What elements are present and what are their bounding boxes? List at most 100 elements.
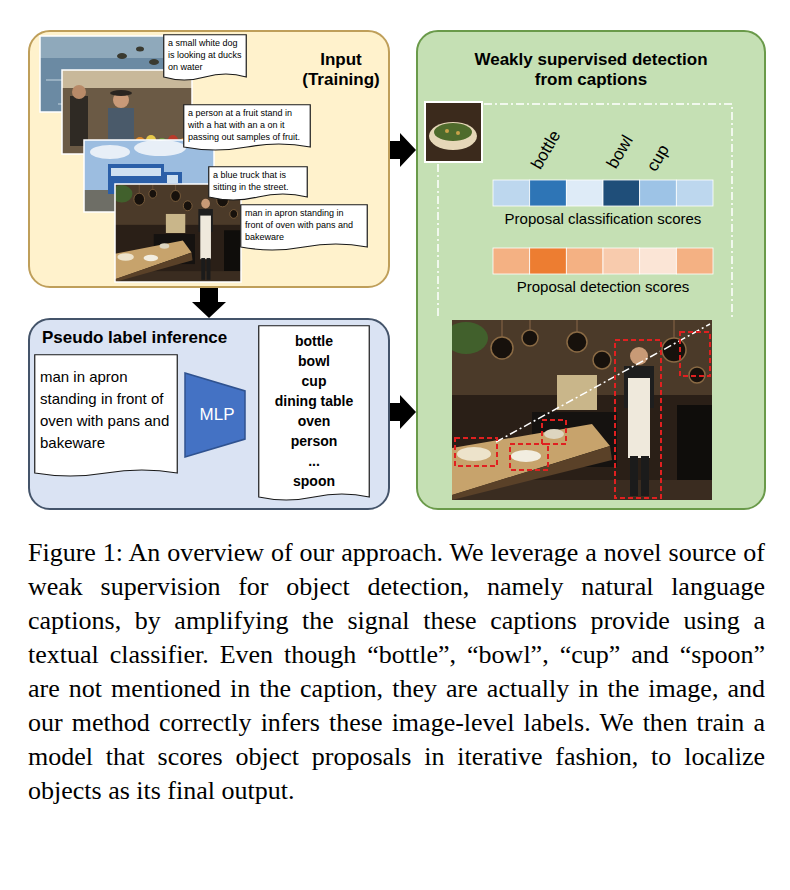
kitchen-photo (200, 216, 211, 260)
kitchen-photo (201, 258, 205, 280)
panel-title: Weakly supervised detection from caption… (456, 50, 726, 91)
detection-illustration (425, 102, 732, 500)
ducks-photo (117, 53, 127, 59)
caption-bubble: man in apron standing in front of oven w… (240, 204, 368, 253)
kitchen-detection-photo (444, 322, 488, 354)
score-caption: Proposal classification scores (505, 210, 702, 227)
bowl-photo (434, 123, 472, 141)
score-caption: Proposal classification scores (505, 210, 702, 227)
detection-score-bar (493, 248, 530, 274)
label-item: oven (262, 411, 366, 431)
kitchen-photo (134, 193, 145, 205)
kitchen-photo (117, 253, 133, 261)
document-outline (35, 355, 178, 476)
kitchen-photo (201, 199, 210, 209)
kitchen-detection-photo (662, 338, 686, 362)
bowl-photo (425, 102, 482, 162)
detection-score-bar (640, 248, 677, 274)
kitchen-photo (115, 253, 193, 282)
caption-text: a small white dog is looking at ducks on… (168, 37, 242, 73)
label-item: bottle (262, 331, 366, 351)
zoom-guide-line (438, 104, 732, 318)
classification-score-bar (676, 180, 713, 206)
detection-score-bar (566, 248, 603, 274)
caption-bubble: a person at a fruit stand in with a hat … (183, 104, 311, 153)
caption-bubble: a blue truck that is sitting in the stre… (208, 166, 308, 203)
block-arrow (192, 288, 226, 318)
kitchen-photo (230, 210, 238, 219)
zoom-guide-line (438, 104, 732, 318)
classification-score-bar (566, 180, 603, 206)
classification-score-bar (493, 180, 530, 206)
kitchen-detection-photo (544, 429, 564, 439)
label-item: person (262, 431, 366, 451)
kitchen-detection-photo (496, 324, 710, 442)
caption-text: a person at a fruit stand in with a hat … (188, 107, 306, 143)
kitchen-detection-photo (522, 330, 538, 346)
kitchen-detection-photo (628, 378, 650, 458)
kitchen-photo (166, 214, 185, 233)
kitchen-photo (207, 258, 211, 280)
kitchen-detection-photo (593, 351, 611, 369)
truck-photo (134, 140, 186, 156)
detection-score-bar (530, 248, 567, 274)
kitchen-detection-photo (630, 456, 638, 496)
truck-photo (90, 145, 130, 159)
classification-score-bar (640, 180, 677, 206)
kitchen-detection-photo (444, 320, 712, 500)
label-item: ... (262, 451, 366, 471)
score-caption: Proposal detection scores (517, 278, 690, 295)
ducks-photo (136, 47, 144, 52)
document-outline (259, 326, 370, 500)
kitchen-photo (149, 189, 157, 198)
kitchen-detection-photo (567, 332, 587, 352)
document-outline (241, 205, 368, 250)
bowl-photo (456, 131, 460, 135)
document-outline (184, 105, 311, 150)
label-list: bottlebowlcupdining tableovenperson...sp… (258, 325, 370, 503)
kitchen-photo (171, 191, 181, 202)
kitchen-photo (183, 201, 192, 211)
label-item: spoon (262, 471, 366, 491)
kitchen-photo (160, 243, 170, 248)
label-item: dining table (262, 391, 366, 411)
truck-photo (167, 175, 178, 183)
mlp-shape (185, 373, 245, 457)
truck-photo (111, 168, 161, 176)
ducks-photo (40, 36, 172, 58)
input-panel: Input (Training) a small white dog is loo… (28, 30, 390, 288)
caption-text: a blue truck that is sitting in the stre… (213, 169, 303, 193)
panel-title: Input (Training) (296, 50, 386, 91)
bowl-photo (429, 122, 477, 150)
detection-score-bar (676, 248, 713, 274)
caption-text: man in apron standing in front of oven w… (40, 366, 172, 454)
kitchen-photo (144, 255, 159, 262)
kitchen-detection-photo (444, 320, 712, 500)
kitchen-detection-photo (491, 330, 705, 383)
fruit-stand-photo (110, 90, 132, 96)
detection-panel: Weakly supervised detection from caption… (416, 30, 766, 510)
kitchen-detection-photo (455, 332, 710, 498)
caption-text: man in apron standing in front of oven w… (245, 207, 363, 243)
model-label: MLP (200, 405, 235, 425)
kitchen-detection-photo (680, 332, 710, 376)
kitchen-detection-photo (641, 456, 649, 496)
classification-score-bar (530, 180, 567, 206)
ducks-photo (149, 59, 159, 65)
detection-illustration (418, 32, 764, 508)
kitchen-photo (224, 230, 241, 271)
block-arrow (390, 133, 416, 167)
document-outline (164, 35, 247, 80)
bowl-photo (425, 102, 482, 162)
kitchen-detection-photo (677, 405, 712, 480)
figure-caption: Figure 1: An overview of our approach. W… (28, 536, 765, 808)
kitchen-detection-photo (452, 446, 612, 500)
kitchen-detection-photo (615, 340, 661, 498)
caption-document: man in apron standing in front of oven w… (34, 354, 178, 479)
kitchen-detection-photo (452, 320, 712, 500)
inference-panel: Pseudo label inferenceman in apron stand… (28, 318, 390, 510)
bowl-photo (445, 129, 449, 133)
classification-score-bar (493, 180, 713, 206)
kitchen-detection-photo (510, 444, 548, 470)
kitchen-detection-photo (511, 450, 541, 462)
